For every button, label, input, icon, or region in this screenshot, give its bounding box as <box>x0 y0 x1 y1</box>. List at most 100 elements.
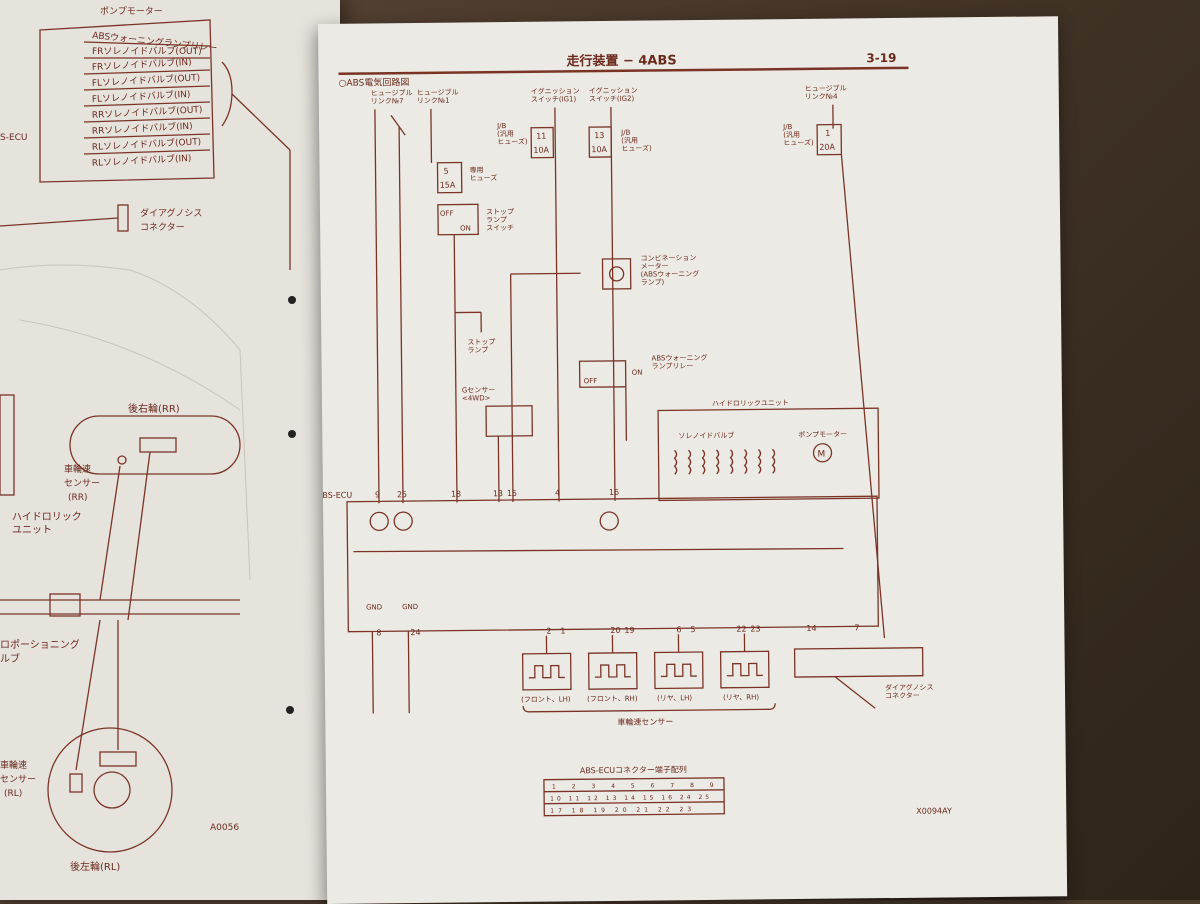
pin-label: 18 <box>451 490 461 499</box>
rear-left-wheel <box>48 728 172 852</box>
wire-pin4 <box>555 108 559 502</box>
gnd-2: GND <box>402 603 418 611</box>
wire-ig2 <box>611 107 615 501</box>
fuse-1-num: 1 <box>825 129 830 138</box>
binding-hole <box>288 430 296 438</box>
abs-ecu-box <box>347 496 878 632</box>
wire <box>0 218 118 226</box>
pulse-icon <box>727 663 763 675</box>
rear-right-label: 後右輪(RR) <box>128 402 180 415</box>
pin-label: 2 <box>546 627 551 636</box>
hydraulic-unit-label: ハイドロリックユニット <box>712 399 789 408</box>
stop-lamp-a: ストップ <box>467 338 495 346</box>
stop-switch-c: スイッチ <box>486 224 514 232</box>
pump-motor-label: ポンプモーター <box>798 429 847 439</box>
wheel-speed-sensor-label: 車輪速センサー <box>617 716 673 727</box>
solenoid-coil-7 <box>758 449 760 473</box>
warning-lamp-icon <box>610 267 624 281</box>
sensor-box <box>655 652 703 689</box>
solenoid-label: ソレノイドバルブ <box>678 431 734 441</box>
rl-sensor-label-1: 車輪速 <box>0 759 27 771</box>
pin-label: 15 <box>507 489 517 498</box>
pin-label: 20 <box>610 626 620 635</box>
binding-hole <box>288 296 296 304</box>
fuse-5-num: 5 <box>444 167 449 176</box>
relay-off: OFF <box>584 377 598 385</box>
fusible-link-7-b: リンク№7 <box>371 97 404 105</box>
solenoid-coil-6 <box>744 450 746 474</box>
sensor-label: (フロント、LH) <box>521 695 571 704</box>
pulse-icon <box>595 665 631 677</box>
solenoid-coil-8 <box>772 449 774 473</box>
stop-switch-off: OFF <box>440 210 454 218</box>
transistor-icon <box>370 512 388 530</box>
fusible-link-4-a: ヒュージブル <box>805 83 847 92</box>
pv-label-1: ロポーショニング <box>0 638 80 651</box>
valve-list: ABSウォーニングランプリレー FRソレノイドバルブ(OUT) FRソレノイドバ… <box>84 29 218 169</box>
wire-pin9 <box>375 109 379 503</box>
wire <box>232 94 290 150</box>
jb1-b: (汎用 <box>497 129 514 138</box>
fusible-link-4-b: リンク№4 <box>805 93 838 101</box>
warning-relay-b: ランプリレー <box>652 362 694 370</box>
binding-hole <box>286 706 294 714</box>
ecu-label: S-ECU <box>0 133 28 143</box>
rr-sensor-dot <box>118 456 126 464</box>
brace <box>222 62 232 126</box>
wire-pin18 <box>454 235 457 503</box>
fuse-5-amp: 15A <box>440 181 456 190</box>
page-header: 走行装置 − 4ABS <box>566 52 676 69</box>
fusible-link-7-a: ヒュージブル <box>371 88 413 97</box>
solenoid-coils <box>674 449 774 474</box>
ig-switch-2-b: スイッチ(IG2) <box>589 95 635 103</box>
valve-label: FLソレノイドバルブ(IN) <box>92 88 191 105</box>
sensor-box <box>721 651 769 688</box>
sensor-label: (リヤ、RH) <box>723 693 759 701</box>
pin-label: 13 <box>493 489 503 498</box>
fuse-13-amp: 10A <box>591 145 607 154</box>
stop-switch-b: ランプ <box>486 216 507 224</box>
fusible-link-7-symbol <box>391 115 405 135</box>
g-sensor-b: <4WD> <box>462 394 491 402</box>
wire <box>835 676 875 708</box>
body-outline <box>20 320 240 410</box>
warning-relay-a: ABSウォーニング <box>651 353 707 363</box>
left-fig-code: A0056 <box>210 823 239 833</box>
rear-right-wheel <box>70 416 240 474</box>
pin-label: 1 <box>560 626 565 635</box>
g-sensor-box <box>486 406 532 436</box>
comb-meter-b: メーター <box>641 261 669 270</box>
right-page: 走行装置 − 4ABS 3-19 ○ABS電気回路図 ヒュージブル リンク№7 … <box>318 16 1067 904</box>
jb1-a: J/B <box>496 122 507 130</box>
ecu-top-pins: 9 25 18 13 15 4 16 <box>375 488 619 500</box>
pin-label: 8 <box>376 628 381 637</box>
hu-label-2: ユニット <box>12 525 52 536</box>
comb-meter-a: コンビネーション <box>640 253 696 263</box>
comb-meter-d: ランプ) <box>641 278 665 286</box>
solenoid-coil-3 <box>702 450 704 474</box>
pin-label: 23 <box>750 624 760 633</box>
sensor-box <box>589 653 637 690</box>
combination-meter-box <box>602 259 630 289</box>
jb2-a: J/B <box>620 129 631 137</box>
fuse-11-amp: 10A <box>533 146 549 155</box>
gnd-1: GND <box>366 603 382 611</box>
pin-label: 22 <box>736 625 746 634</box>
jb3-a: J/B <box>782 123 793 131</box>
stop-lamp-b: ランプ <box>467 346 488 354</box>
relay-top-label: ポンプモーター <box>100 6 163 17</box>
sensor-box <box>523 653 571 690</box>
left-page: ポンプモーター ABSウォーニングランプリレー FRソレノイドバルブ(OUT) … <box>0 0 340 900</box>
ig-switch-1-b: スイッチ(IG1) <box>531 95 577 103</box>
pin-label: 16 <box>609 488 619 497</box>
page-number: 3-19 <box>866 51 896 65</box>
jb1-c: ヒューズ) <box>497 137 528 146</box>
jb2-b: (汎用 <box>621 136 638 145</box>
dedicated-fuse-a: 専用 <box>469 165 483 174</box>
sensor-label: (リヤ、LH) <box>657 694 692 702</box>
pin-label: 5 <box>690 625 695 634</box>
solenoid-coil-2 <box>688 450 690 474</box>
motor-symbol: M <box>817 450 825 460</box>
brake-line <box>128 452 150 620</box>
valve-label: RLソレノイドバルブ(IN) <box>92 152 192 169</box>
